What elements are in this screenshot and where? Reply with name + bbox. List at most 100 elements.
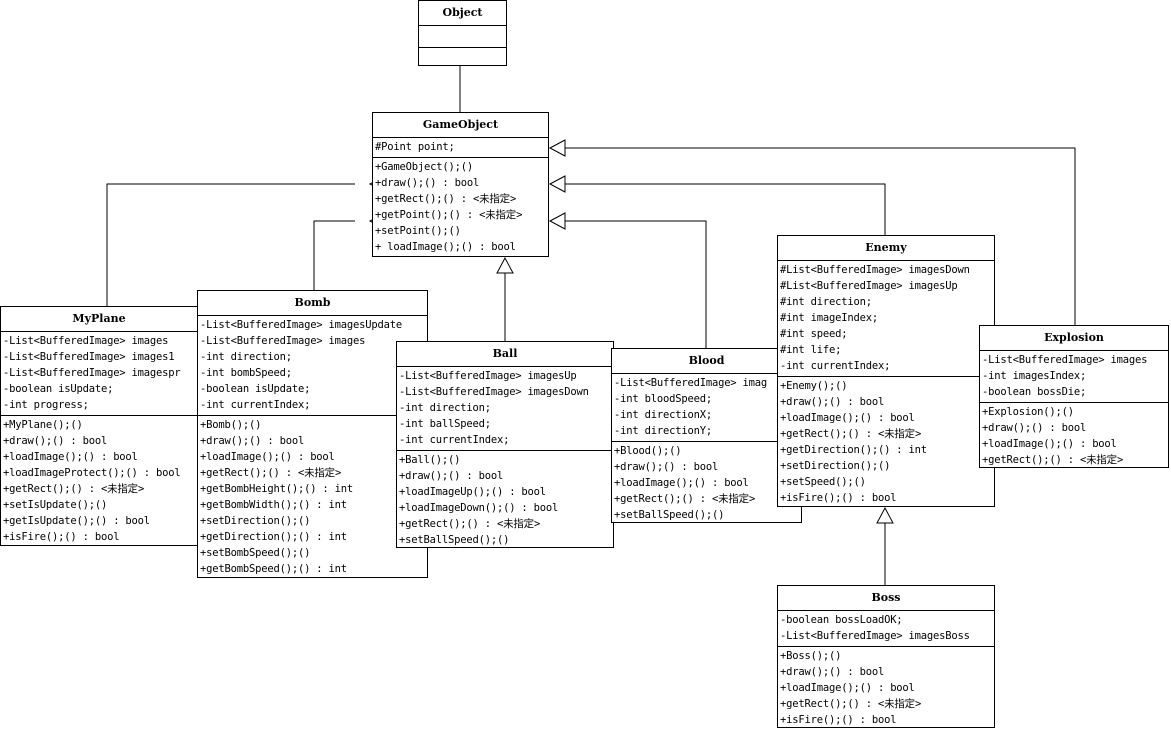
methods-section: +Bomb();()+draw();() : bool+loadImage();… <box>198 416 427 579</box>
method-row: +draw();() : bool <box>200 435 305 447</box>
method-row: +setIsUpdate();() <box>3 499 108 511</box>
method-row: +loadImage();() : bool <box>982 438 1117 450</box>
attributes-section: -List<BufferedImage> imag -int bloodSpeed… <box>612 374 801 442</box>
method-row: +Explosion();() <box>982 406 1074 418</box>
method-row: +Boss();() <box>780 650 842 662</box>
method-row: +getRect();() : <未指定> <box>614 493 756 505</box>
attribute-row: -int direction; <box>399 402 491 414</box>
attributes-section: -List<BufferedImage> imagesUp-List<Buffe… <box>397 367 613 451</box>
attribute-row: -int imagesIndex; <box>982 370 1087 382</box>
method-row: +isFire();() : bool <box>780 492 897 504</box>
generalization-enemy-to-gameobject <box>548 175 886 235</box>
class-blood[interactable]: Blood -List<BufferedImage> imag -int blood… <box>611 348 802 523</box>
method-row: +loadImage();() : bool <box>614 477 749 489</box>
class-bomb[interactable]: Bomb-List<BufferedImage> imagesUpdate-Li… <box>197 290 428 578</box>
class-explosion[interactable]: Explosion-List<BufferedImage> images-int… <box>979 325 1169 468</box>
method-row: +loadImageProtect();() : bool <box>3 467 181 479</box>
class-name: Blood <box>612 349 801 374</box>
attribute-row: #int life; <box>780 344 842 356</box>
class-name: Ball <box>397 342 613 367</box>
method-row: +isFire();() : bool <box>780 714 897 726</box>
method-row: +getRect();() : <未指定> <box>200 467 342 479</box>
method-row: +setPoint();() <box>375 225 461 237</box>
methods-section: +Ball();()+draw();() : bool+loadImageUp(… <box>397 451 613 550</box>
method-row: +Blood();() <box>614 445 682 457</box>
method-row: +getDirection();() : int <box>200 531 347 543</box>
attribute-row: -int progress; <box>3 399 89 411</box>
method-row: +MyPlane();() <box>3 419 83 431</box>
attribute-row: -int bloodSpeed; <box>614 393 712 405</box>
method-row: +getRect();() : <未指定> <box>3 483 145 495</box>
attribute-row: -int bombSpeed; <box>200 367 292 379</box>
attribute-row: -int currentIndex; <box>780 360 891 372</box>
attributes-section: #Point point; <box>373 138 548 158</box>
method-row: +loadImage();() : bool <box>780 682 915 694</box>
method-row: +draw();() : bool <box>780 396 885 408</box>
attribute-row: -int currentIndex; <box>399 434 510 446</box>
method-row: +loadImage();() : bool <box>3 451 138 463</box>
attributes-section <box>419 26 506 48</box>
method-row: +setSpeed();() <box>780 476 866 488</box>
method-row: +getRect();() : <未指定> <box>780 428 922 440</box>
method-row: +setDirection();() <box>780 460 891 472</box>
method-row: +getRect();() : <未指定> <box>780 698 922 710</box>
method-row: +setBallSpeed();() <box>614 509 725 521</box>
attribute-row: #Point point; <box>375 141 455 153</box>
class-object[interactable]: Object <box>418 0 507 66</box>
attribute-row: -List<BufferedImage> imagesDown <box>399 386 589 398</box>
class-name: GameObject <box>373 113 548 138</box>
attribute-row: -boolean isUpdate; <box>200 383 311 395</box>
methods-section: +Boss();()+draw();() : bool+loadImage();… <box>778 647 994 730</box>
attributes-section: -boolean bossLoadOK;-List<BufferedImage>… <box>778 611 994 647</box>
method-row: +getBombHeight();() : int <box>200 483 354 495</box>
attributes-section: -List<BufferedImage> imagesUpdate-List<B… <box>198 316 427 416</box>
attribute-row: -boolean bossLoadOK; <box>780 614 903 626</box>
method-row: +getBombSpeed();() : int <box>200 563 347 575</box>
attribute-row: #int imageIndex; <box>780 312 878 324</box>
method-row: +setBallSpeed();() <box>399 534 510 546</box>
class-name: Explosion <box>980 326 1168 351</box>
attribute-row: -List<BufferedImage> imagesUpdate <box>200 319 403 331</box>
attributes-section: -List<BufferedImage> images-int imagesIn… <box>980 351 1168 403</box>
methods-section: +Blood();() +draw();() : bool +loadImage()… <box>612 442 801 525</box>
class-myplane[interactable]: MyPlane-List<BufferedImage> images-List<… <box>0 306 198 546</box>
attribute-row: -int directionY; <box>614 425 712 437</box>
method-row: +loadImage();() : bool <box>780 412 915 424</box>
attribute-row: #int speed; <box>780 328 848 340</box>
method-row: +draw();() : bool <box>982 422 1087 434</box>
attribute-row: #int direction; <box>780 296 872 308</box>
generalization-blood-to-gameobject <box>548 212 707 348</box>
attribute-row: -List<BufferedImage> images <box>3 335 169 347</box>
class-name: Bomb <box>198 291 427 316</box>
attribute-row: -List<BufferedImage> imagespr <box>3 367 181 379</box>
methods-section <box>419 48 506 69</box>
method-row: + loadImage();() : bool <box>375 241 516 253</box>
class-enemy[interactable]: Enemy#List<BufferedImage> imagesDown#Lis… <box>777 235 995 507</box>
methods-section: +Explosion();() +draw();() : bool +loadIma… <box>980 403 1168 470</box>
method-row: +draw();() : bool <box>3 435 108 447</box>
attribute-row: #List<BufferedImage> imagesUp <box>780 280 958 292</box>
attribute-row: -List<BufferedImage> imag <box>614 377 768 389</box>
attribute-row: -List<BufferedImage> images1 <box>3 351 175 363</box>
attribute-row: -int currentIndex; <box>200 399 311 411</box>
method-row: +setBombSpeed();() <box>200 547 311 559</box>
class-name: Boss <box>778 586 994 611</box>
methods-section: +GameObject();()+draw();() : bool+getRec… <box>373 158 548 257</box>
method-row: +Ball();() <box>399 454 461 466</box>
class-ball[interactable]: Ball-List<BufferedImage> imagesUp-List<B… <box>396 341 614 548</box>
generalization-ball-to-gameobject <box>496 256 514 341</box>
attributes-section: -List<BufferedImage> images -List<Buffere… <box>1 332 197 416</box>
method-row: +getDirection();() : int <box>780 444 927 456</box>
method-row: +loadImageUp();() : bool <box>399 486 546 498</box>
method-row: +getPoint();() : <未指定> <box>375 209 523 221</box>
method-row: +getRect();() : <未指定> <box>982 454 1124 466</box>
class-boss[interactable]: Boss-boolean bossLoadOK;-List<BufferedIm… <box>777 585 995 728</box>
class-gameobject[interactable]: GameObject #Point point; +GameObject();()+… <box>372 112 549 257</box>
class-name: Enemy <box>778 236 994 261</box>
method-row: +Enemy();() <box>780 380 848 392</box>
generalization-boss-to-enemy <box>876 506 894 585</box>
attribute-row: -boolean bossDie; <box>982 386 1087 398</box>
attributes-section: #List<BufferedImage> imagesDown#List<Buf… <box>778 261 994 377</box>
method-row: +draw();() : bool <box>614 461 719 473</box>
method-row: +getIsUpdate();() : bool <box>3 515 150 527</box>
